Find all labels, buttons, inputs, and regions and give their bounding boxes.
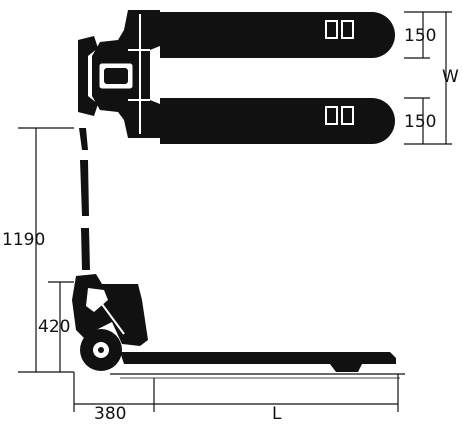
handle-shaft-segment (80, 160, 89, 216)
dim-label-handle-height: 1190 (2, 230, 45, 250)
load-roller-outline (341, 106, 354, 125)
load-roller-outline (325, 20, 338, 39)
pump-detail (86, 288, 108, 312)
handle-pivot-inner (104, 68, 128, 84)
load-roller-outline (341, 20, 354, 39)
top-view (78, 10, 395, 144)
top-view-dimensions: 150 150 W (404, 11, 459, 145)
steering-wheel-axle (98, 347, 104, 353)
fork-side-beam (120, 352, 396, 364)
handle-mount (78, 36, 98, 116)
side-view (72, 128, 405, 379)
fork-bottom (160, 98, 395, 144)
dim-label-rear-length: 380 (94, 404, 126, 424)
load-roller-side (330, 364, 362, 372)
fork-top (160, 12, 395, 58)
dim-label-fork-width-top: 150 (404, 26, 436, 46)
dim-label-fork-width-bottom: 150 (404, 112, 436, 132)
dim-label-handle-lower-height: 420 (38, 317, 70, 337)
side-view-dimensions: 1190 420 380 L (2, 127, 399, 424)
load-roller-outline (325, 106, 338, 125)
dim-label-fork-length: L (272, 404, 282, 424)
handle-shaft-segment (81, 228, 90, 270)
pump-detail-line (95, 295, 125, 335)
handle-grip (79, 128, 88, 150)
dim-label-overall-width: W (442, 67, 459, 87)
